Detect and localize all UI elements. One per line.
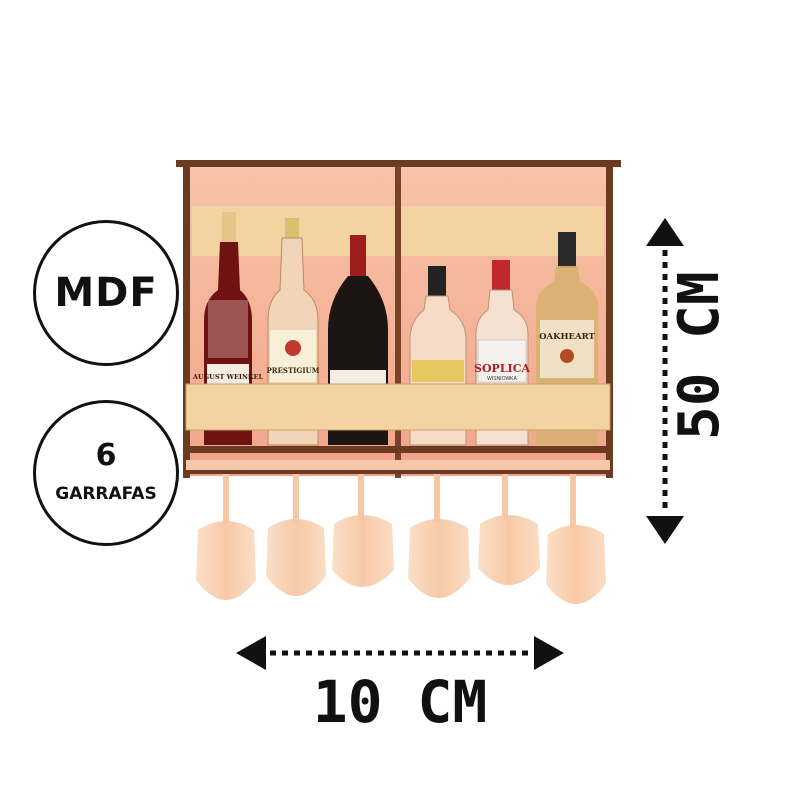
rack-divider — [395, 166, 401, 478]
rack-top-board — [176, 160, 621, 167]
height-dimension-label: 50 CM — [667, 271, 732, 440]
wine-glass-4 — [408, 474, 470, 598]
wine-glass-3 — [332, 474, 394, 587]
capacity-number: 6 — [95, 438, 117, 473]
bottle-6-label: OAKHEART — [539, 332, 595, 342]
bottle-5-label: SOPLICA — [474, 362, 530, 375]
capacity-badge: 6 GARRAFAS — [33, 400, 179, 546]
rack-side-right — [606, 166, 613, 478]
capacity-word: GARRAFAS — [55, 484, 157, 504]
wine-glass-5 — [478, 474, 540, 585]
wine-glass-6 — [546, 474, 606, 604]
rack-bottom-board — [186, 446, 610, 453]
wine-glass-1 — [196, 474, 256, 600]
rack-side-left — [183, 166, 190, 478]
bottle-1-label: AUGUST WEINKEL — [192, 373, 264, 381]
glass-holder-edge — [186, 470, 610, 474]
bottle-2-label: PRESTIGIUM — [266, 366, 319, 375]
rack-front-board — [185, 383, 611, 431]
wine-glass-2 — [266, 474, 326, 596]
material-badge: MDF — [33, 220, 179, 366]
height-dimension-arrow — [646, 218, 684, 544]
bottle-5-sublabel: WISNIOWKA — [487, 376, 517, 382]
glass-holder-bar — [186, 460, 610, 470]
material-text: MDF — [54, 270, 158, 316]
width-dimension-arrow — [236, 636, 564, 670]
width-dimension-label: 10 CM — [312, 668, 488, 736]
